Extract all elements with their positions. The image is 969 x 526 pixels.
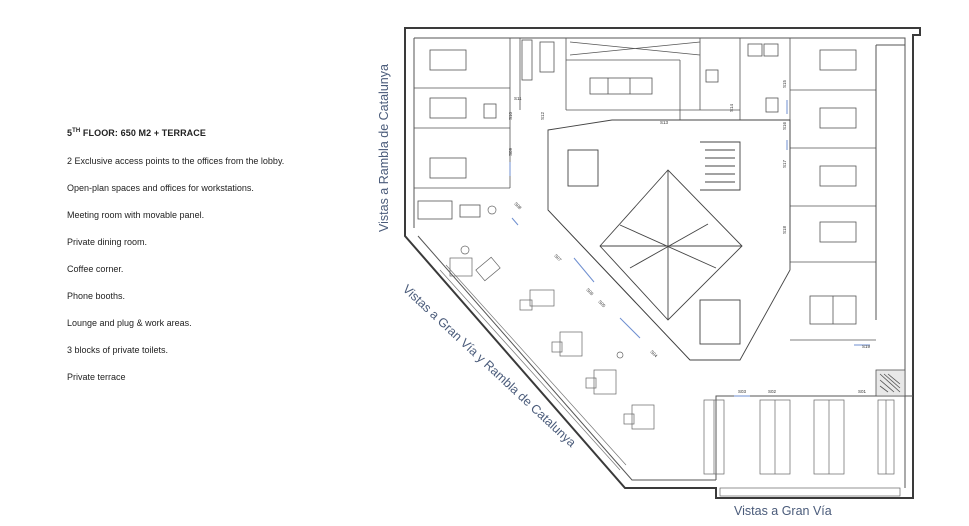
feature-item: Private terrace bbox=[67, 372, 126, 382]
room-code-label: S19 bbox=[862, 344, 871, 349]
inner-outline bbox=[413, 37, 913, 488]
feature-item: 3 blocks of private toilets. bbox=[67, 345, 169, 355]
room-code-label: S01 bbox=[858, 389, 867, 394]
room-codes: S11 S10 S12 S13 S14 S15 S16 S17 S18 S19 … bbox=[508, 79, 871, 394]
view-label-rambla: Vistas a Rambla de Catalunya bbox=[377, 64, 391, 232]
room-code-label: S02 bbox=[768, 389, 777, 394]
room-code-label: S04 bbox=[649, 349, 659, 359]
room-code-label: S07 bbox=[553, 253, 563, 263]
terrace-planters bbox=[439, 264, 627, 471]
room-code-label: S15 bbox=[782, 79, 787, 88]
feature-item: Phone booths. bbox=[67, 291, 126, 301]
room-code-label: S18 bbox=[782, 225, 787, 234]
room-code-label: S03 bbox=[738, 389, 747, 394]
floor-ordinal: TH bbox=[72, 128, 81, 134]
feature-list: 2 Exclusive access points to the offices… bbox=[67, 157, 347, 382]
bottom-workstations bbox=[703, 399, 901, 497]
room-code-label: S13 bbox=[660, 120, 669, 125]
room-code-label: S08 bbox=[513, 201, 523, 211]
floor-title: 5TH FLOOR: 650 M2 + TERRACE bbox=[67, 128, 347, 138]
view-label-granvia: Vistas a Gran Vía bbox=[734, 504, 832, 518]
feature-item: Coffee corner. bbox=[67, 264, 124, 274]
right-offices bbox=[790, 49, 906, 397]
windows bbox=[509, 100, 870, 397]
floor-number: 5 bbox=[67, 128, 73, 138]
open-plan-desks bbox=[449, 205, 655, 430]
floor-description-panel: 5TH FLOOR: 650 M2 + TERRACE 2 Exclusive … bbox=[67, 128, 347, 400]
room-code-label: S14 bbox=[729, 103, 734, 112]
left-offices bbox=[414, 38, 511, 220]
room-code-label: S11 bbox=[514, 96, 522, 101]
room-code-label: S06 bbox=[585, 287, 595, 297]
room-code-label: S17 bbox=[782, 159, 787, 168]
feature-item: Lounge and plug & work areas. bbox=[67, 318, 192, 328]
feature-item: Open-plan spaces and offices for worksta… bbox=[67, 183, 254, 193]
top-rooms bbox=[519, 38, 791, 260]
room-code-label: S10 bbox=[508, 111, 513, 120]
feature-item: Meeting room with movable panel. bbox=[67, 210, 205, 220]
outer-walls bbox=[404, 27, 921, 499]
floor-area: FLOOR: 650 M2 + TERRACE bbox=[80, 128, 206, 138]
room-code-label: S12 bbox=[540, 111, 545, 120]
central-core bbox=[547, 119, 791, 361]
room-code-label: S16 bbox=[782, 121, 787, 130]
feature-item: 2 Exclusive access points to the offices… bbox=[67, 156, 285, 166]
view-label-granvia-rambla: Vistas a Gran Vía y Rambla de Catalunya bbox=[400, 282, 579, 450]
room-code-label: S05 bbox=[597, 299, 607, 309]
feature-item: Private dining room. bbox=[67, 237, 148, 247]
room-code-label: S09 bbox=[508, 147, 513, 156]
